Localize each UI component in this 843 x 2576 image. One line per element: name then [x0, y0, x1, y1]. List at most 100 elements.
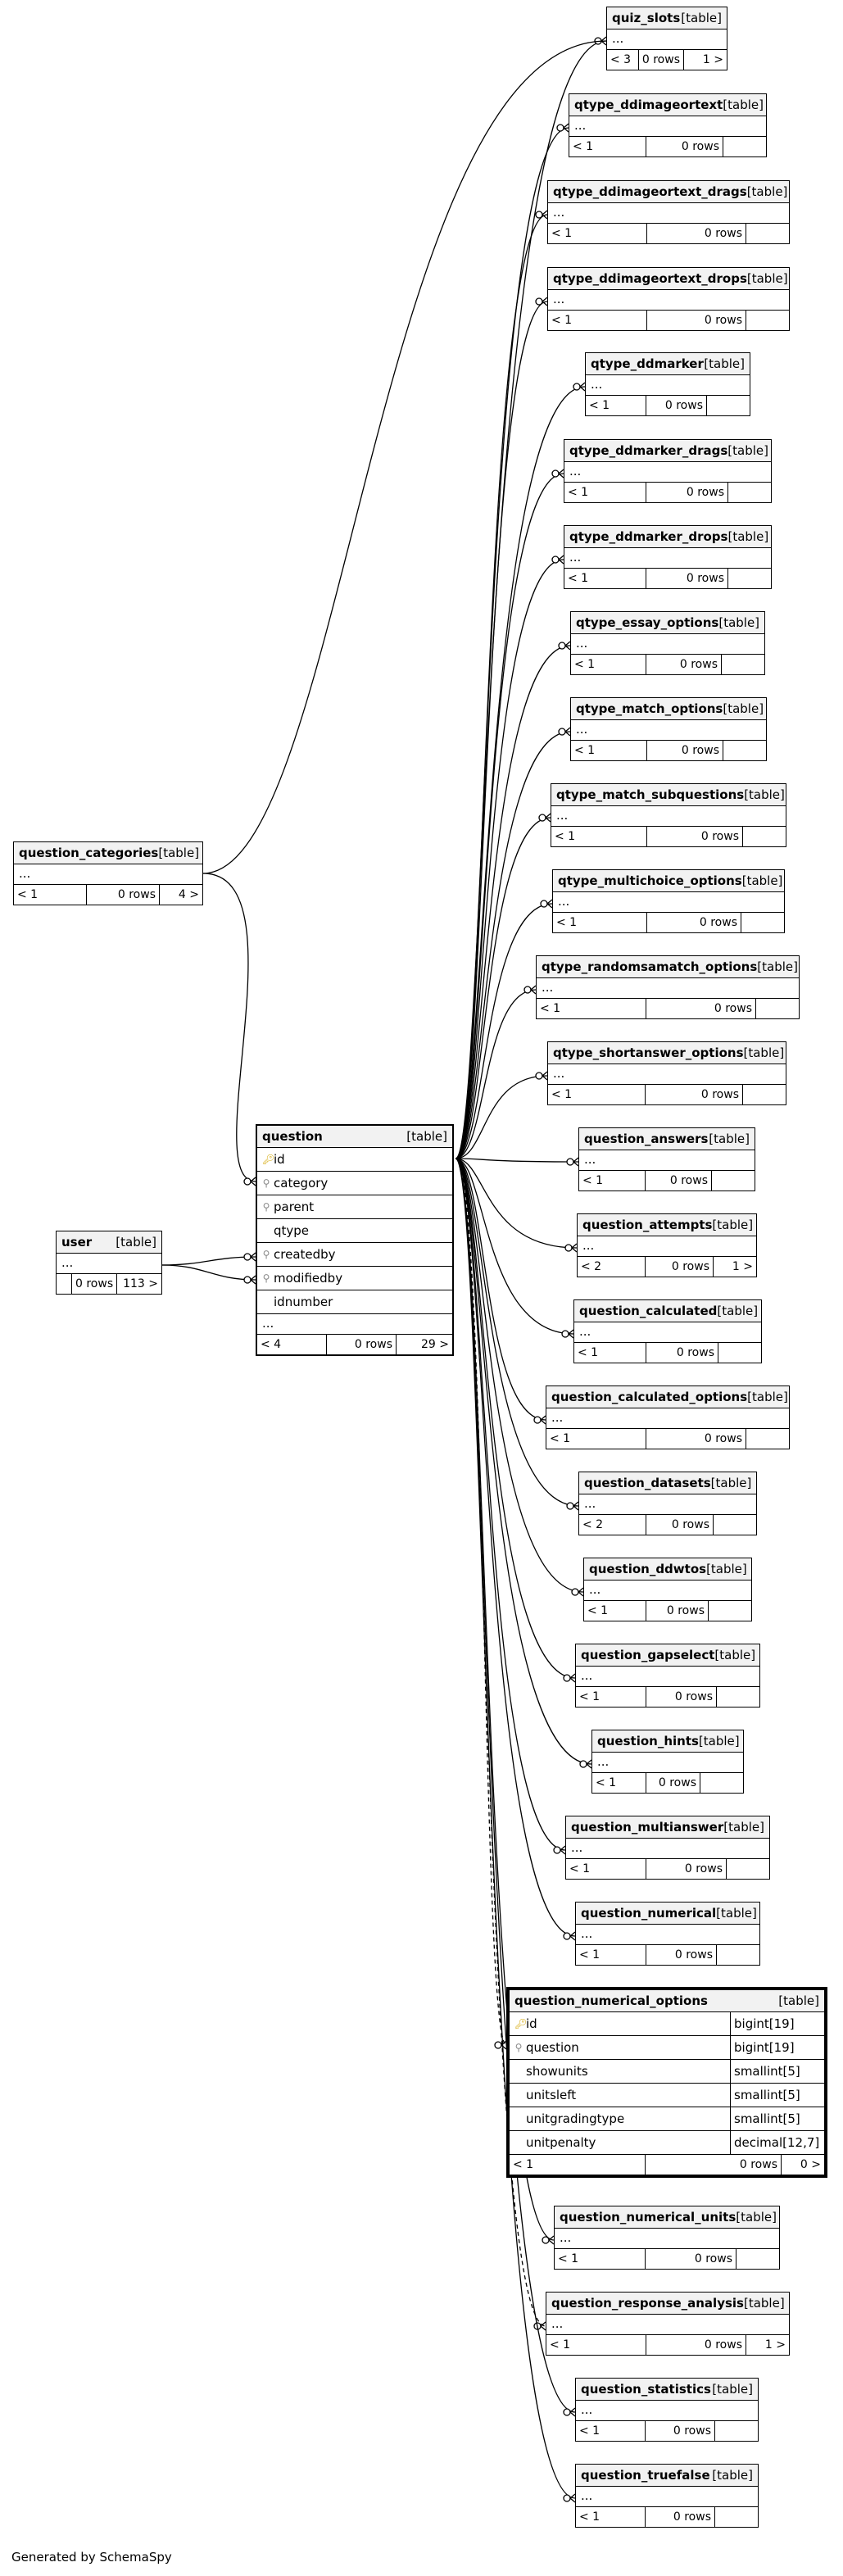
table-type: [table]	[723, 98, 764, 112]
parents-count: < 1	[568, 572, 589, 585]
ellipsis: ...	[564, 462, 771, 483]
table-name: qtype_match_subquestions	[556, 787, 745, 802]
ellipsis: ...	[584, 1581, 751, 1601]
parents-count: < 1	[513, 2158, 534, 2171]
table-qtype_randomsamatch_options[interactable]: qtype_randomsamatch_options[table] ... <…	[536, 955, 800, 1019]
column-type: bigint[19]	[730, 2036, 824, 2059]
table-type: [table]	[681, 11, 722, 25]
children-count: 1 >	[683, 50, 727, 70]
children-count	[723, 137, 766, 156]
parents-count: < 1	[579, 1690, 601, 1703]
table-type: [table]	[698, 1734, 740, 1748]
table-name: question_multianswer	[571, 1820, 724, 1834]
table-qtype_ddimageortext_drags[interactable]: qtype_ddimageortext_drags[table] ... < 1…	[547, 180, 790, 244]
link-user-to-createdby	[161, 1256, 256, 1266]
link-question-to-question_ddwtos	[455, 1158, 584, 1593]
link-qtype_shortanswer_options-crowfoot	[542, 1071, 548, 1081]
column-row[interactable]: ⚲category	[257, 1172, 452, 1195]
ellipsis: ...	[579, 1494, 756, 1515]
table-question_calculated_options[interactable]: question_calculated_options[table] ... <…	[546, 1386, 790, 1449]
table-name: qtype_ddmarker_drops	[569, 529, 728, 544]
table-question[interactable]: question[table] 🔑︎id ⚲category ⚲parent q…	[256, 1124, 454, 1356]
link-question_datasets-optional-marker	[566, 1502, 574, 1510]
link-modifiedby-crowfoot	[250, 1275, 256, 1285]
table-type: [table]	[717, 1304, 759, 1318]
children-count	[716, 1687, 759, 1707]
children-count: 113 >	[116, 1274, 161, 1294]
column-row[interactable]: ⚲createdby	[257, 1243, 452, 1267]
table-qtype_ddimageortext_drops[interactable]: qtype_ddimageortext_drops[table] ... < 1…	[547, 267, 790, 331]
link-question-to-qtype_ddmarker	[455, 386, 586, 1159]
link-question_truefalse-crowfoot	[569, 2493, 576, 2503]
link-question-to-question_attempts	[455, 1158, 578, 1249]
ellipsis: ...	[574, 1322, 761, 1343]
column-row[interactable]: qtype	[257, 1219, 452, 1243]
row-count: 0 rows	[71, 1274, 116, 1294]
link-question_attempts-crowfoot	[571, 1243, 578, 1253]
row-count: 0 rows	[646, 1859, 726, 1879]
table-question_response_analysis[interactable]: question_response_analysis[table] ... < …	[546, 2292, 790, 2356]
parents-count: < 1	[579, 1948, 601, 1961]
link-createdby-optional-marker	[243, 1253, 252, 1261]
column-row[interactable]: ⚲parent	[257, 1195, 452, 1219]
link-qtype_ddmarker_drops-optional-marker	[551, 556, 560, 564]
parents-count: < 1	[555, 830, 576, 843]
ellipsis: ...	[576, 1925, 759, 1945]
link-question_calculated_options-optional-marker	[533, 1416, 542, 1424]
link-question-to-question_truefalse	[455, 1158, 576, 2499]
column-type: smallint[5]	[730, 2084, 824, 2107]
link-question_numerical_units-optional-marker	[542, 2236, 550, 2244]
table-qtype_shortanswer_options[interactable]: qtype_shortanswer_options[table] ... < 1…	[547, 1041, 786, 1105]
link-qtype_randomsamatch_options-optional-marker	[523, 986, 532, 994]
parents-count: < 1	[569, 1862, 591, 1875]
link-qtype_match_subquestions-crowfoot	[545, 813, 551, 823]
column-row[interactable]: ⚲modifiedby	[257, 1267, 452, 1290]
table-type: [table]	[747, 1390, 788, 1404]
link-question_hints-crowfoot	[586, 1759, 592, 1769]
children-count: 1 >	[746, 2335, 789, 2355]
table-type: [table]	[712, 1218, 754, 1232]
link-qtype_ddmarker_drags-crowfoot	[558, 469, 564, 478]
children-count	[746, 224, 789, 243]
table-qtype_multichoice_options[interactable]: qtype_multichoice_options[table] ... < 1…	[552, 869, 785, 933]
link-qtype_ddmarker-optional-marker	[573, 383, 581, 391]
children-count	[708, 1601, 751, 1621]
column-row[interactable]: 🔑︎id	[257, 1148, 452, 1172]
link-question-to-question_datasets	[455, 1158, 579, 1507]
table-type: [table]	[727, 529, 769, 544]
link-createdby-crowfoot	[250, 1252, 256, 1262]
column-row[interactable]: idnumber	[257, 1290, 452, 1314]
foreign-key-icon: ⚲	[262, 1249, 270, 1260]
row-count: 0 rows	[645, 1085, 742, 1104]
